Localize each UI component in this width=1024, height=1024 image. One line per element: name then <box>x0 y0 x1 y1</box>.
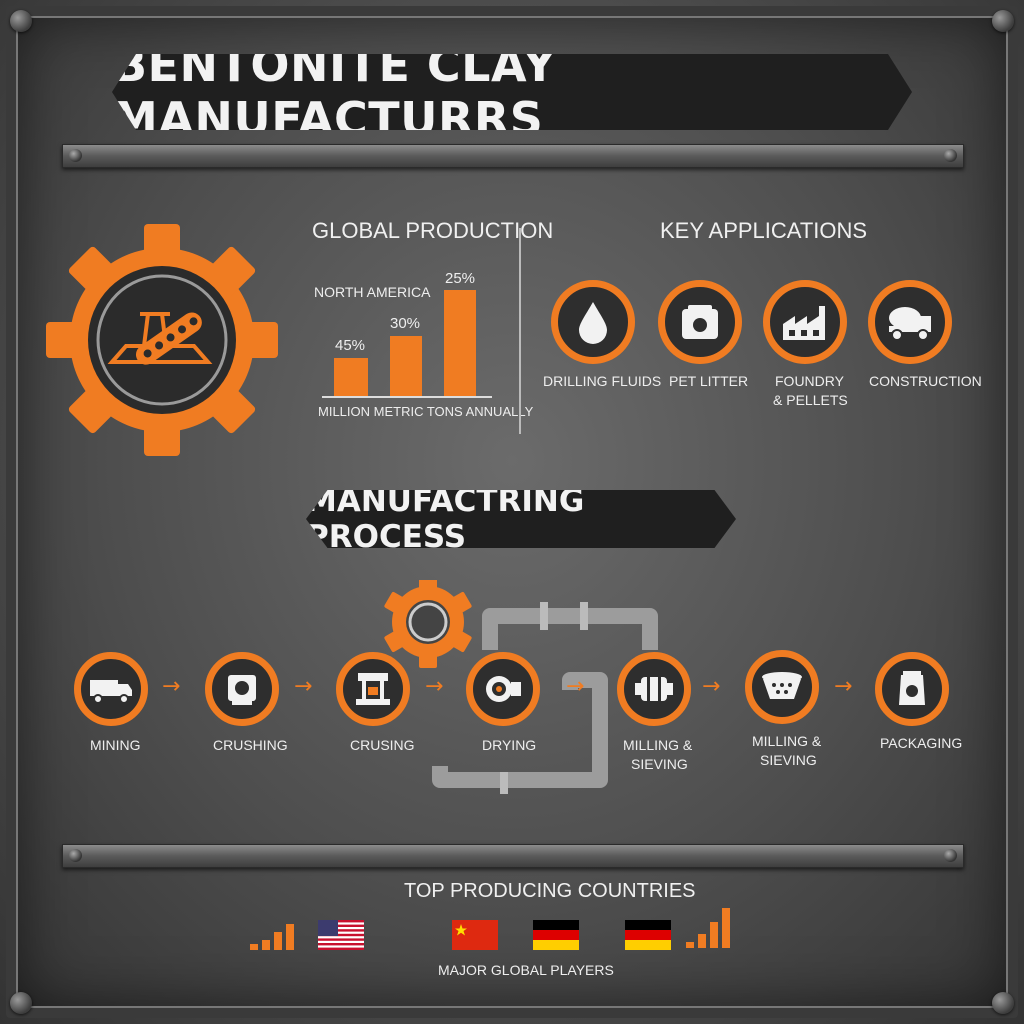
press-icon <box>356 673 390 705</box>
section-divider <box>519 228 521 434</box>
process-step-label: SIEVING <box>760 752 817 768</box>
arrow-right-icon: → <box>834 674 853 699</box>
mill-icon <box>635 677 673 701</box>
conveyor-gear-icon <box>46 224 278 456</box>
corner-rivet <box>992 10 1014 32</box>
process-step-label: PACKAGING <box>880 735 963 751</box>
global-production-heading: GLOBAL PRODUCTION <box>312 218 554 243</box>
countries-heading: TOP PRODUCING COUNTRIES <box>404 880 696 902</box>
application-label: DRILLING FLUIDS <box>543 373 662 389</box>
process-step-label: MILLING & <box>752 733 822 749</box>
bar-data-label: 30% <box>390 315 421 332</box>
arrow-right-icon: → <box>294 674 313 699</box>
corner-rivet <box>10 992 32 1014</box>
process-step-label: CRUSHING <box>213 737 288 753</box>
process-step-label: MINING <box>90 737 141 753</box>
application-label: & PELLETS <box>773 392 848 408</box>
application-construction <box>868 280 952 364</box>
corner-rivet <box>10 10 32 32</box>
usa-flag-icon <box>318 920 364 950</box>
corner-rivet <box>992 992 1014 1014</box>
axis-label: MILLION METRIC TONS ANNUALLY <box>318 404 534 419</box>
germany-flag-icon <box>625 920 671 950</box>
arrow-right-icon: → <box>702 674 721 699</box>
page-title: BENTONITE CLAY MANUFACTURRS <box>112 38 557 146</box>
process-step-label: DRYING <box>482 737 537 753</box>
crusher-icon <box>228 675 256 705</box>
china-flag-icon <box>452 920 498 950</box>
chart-baseline <box>322 396 492 398</box>
process-step-packaging <box>875 652 949 726</box>
sieve-icon <box>762 672 802 699</box>
dryer-icon <box>486 676 521 702</box>
bars-mini-icon <box>686 908 730 948</box>
arrow-right-icon: → <box>162 674 181 699</box>
water-drop-icon <box>579 302 607 344</box>
steel-bar-bottom <box>62 844 964 868</box>
application-foundry <box>763 280 847 364</box>
bar-data-label: 45% <box>335 337 366 354</box>
application-label: CONSTRUCTION <box>869 373 982 389</box>
production-bar <box>390 336 422 396</box>
production-bar <box>444 290 476 396</box>
germany-flag-icon <box>533 920 579 950</box>
region-label: NORTH AMERICA <box>314 284 431 300</box>
process-step-drying <box>466 652 540 726</box>
application-label: PET LITTER <box>669 373 749 389</box>
bar-data-label: 25% <box>445 270 476 287</box>
key-applications-heading: KEY APPLICATIONS <box>660 218 868 243</box>
process-step-label: MILLING & <box>623 737 693 753</box>
factory-icon <box>783 306 825 340</box>
application-drilling <box>551 280 635 364</box>
cement-mixer-icon <box>889 307 931 341</box>
bars-mini-icon <box>250 924 294 950</box>
countries-subheading: MAJOR GLOBAL PLAYERS <box>438 962 614 978</box>
steel-bar-top <box>62 144 964 168</box>
process-step-crusing <box>336 652 410 726</box>
arrow-right-icon: → <box>425 674 444 699</box>
process-heading: MANUFACTRING PROCESS <box>306 483 585 555</box>
process-step-label: CRUSING <box>350 737 415 753</box>
title-banner: BENTONITE CLAY MANUFACTURRS <box>112 54 912 130</box>
process-banner: MANUFACTRING PROCESS <box>306 490 736 548</box>
process-step-crushing <box>205 652 279 726</box>
truck-icon <box>90 680 132 704</box>
bag-icon <box>899 671 925 705</box>
application-label: FOUNDRY <box>775 373 844 389</box>
production-bar <box>334 358 368 396</box>
application-pet-litter <box>658 280 742 364</box>
process-step-milling <box>617 652 691 726</box>
process-step-label: SIEVING <box>631 756 688 772</box>
process-step-mining <box>74 652 148 726</box>
pipes-decoration <box>384 580 658 794</box>
arrow-right-icon: → <box>566 674 585 699</box>
litter-bag-icon <box>682 305 718 339</box>
process-step-sieving <box>745 650 819 724</box>
